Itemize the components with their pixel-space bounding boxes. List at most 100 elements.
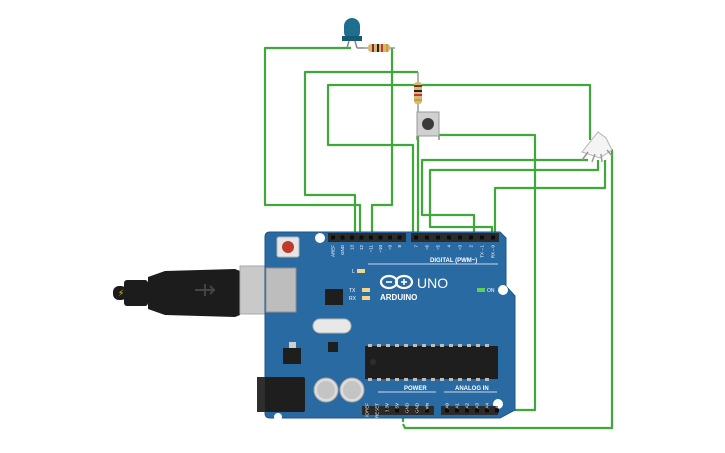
pin-hole[interactable] [415,408,419,413]
pin-label: AREF [331,245,336,257]
pin-hole[interactable] [388,235,392,240]
pin-hole[interactable] [491,235,495,240]
pin-label: 8 [397,245,402,248]
led-rx-indicator [362,296,370,300]
microcontroller-chip [365,346,498,379]
arduino-logo-icon [379,274,414,290]
voltage-regulator [283,348,301,364]
led-icon[interactable] [342,18,364,49]
led-rx-label: RX [349,296,357,302]
analog-header-label: ANALOG IN [455,386,489,392]
pin-label: GND [340,244,345,255]
pin-label: ~10 [378,245,383,253]
pin-hole[interactable] [369,235,373,240]
on-label: ON [487,288,495,294]
digital-header-right [411,233,499,242]
led-on-indicator [477,288,485,292]
pin-label: ~6 [425,245,430,251]
pin-hole[interactable] [340,235,345,240]
wire-rgb-green[interactable] [428,160,600,237]
pin-label: GND [415,402,420,413]
pin-hole[interactable] [475,408,479,413]
pin-label: A0 [445,403,450,409]
wire-button-to-pin8[interactable] [416,128,420,237]
led-tx-label: TX [349,288,356,294]
pin-label: ~11 [369,245,374,253]
pin-label: GND [405,402,410,413]
pin-hole[interactable] [458,235,462,240]
pin-hole[interactable] [425,408,429,413]
led-l-indicator [357,269,365,273]
pin-label: ~3 [458,245,463,251]
pin-label: RX←0 [491,245,496,259]
wire-resistor2-to-gnd[interactable] [303,70,418,237]
pin-label: A5 [495,403,500,409]
pin-hole[interactable] [469,235,473,240]
pin-label: ~5 [436,245,441,251]
pin-hole[interactable] [447,235,451,240]
wire-rgb-to-gnd-top[interactable] [326,83,592,237]
pin-hole[interactable] [480,235,484,240]
resistor-icon[interactable] [414,72,422,112]
pin-label: A1 [455,403,460,409]
resistor-icon[interactable] [364,44,395,52]
pin-hole[interactable] [414,235,418,240]
pin-hole[interactable] [436,235,440,240]
pin-label: IOREF [365,403,370,417]
pin-hole[interactable] [365,408,369,413]
pin-hole[interactable] [378,235,383,240]
digital-header-label: DIGITAL (PWM~) [430,258,477,264]
usb-socket [265,267,297,313]
arduino-board[interactable]: L TX RX ON ARDUINO UNO DIGITAL (PWM~) PO… [257,231,516,421]
led-l-label: L [352,269,355,275]
pin-hole[interactable] [485,408,489,413]
pin-hole[interactable] [425,235,429,240]
analog-header [441,406,498,415]
pin-label: 2 [469,245,474,248]
pin-label: 3.3V [385,403,390,412]
power-jack [257,377,305,412]
pin-label: A3 [475,403,480,409]
pin-hole[interactable] [455,408,459,413]
pin-hole[interactable] [359,235,364,240]
crystal-oscillator [312,318,352,334]
pin-label: 13 [350,245,355,251]
pin-hole[interactable] [405,408,409,413]
pin-label: 4 [447,245,452,248]
pin-label: TX→1 [480,245,485,258]
pin-hole[interactable] [395,408,399,413]
wire-led-resistor-to-pin12[interactable] [370,48,394,237]
usb-cable-icon[interactable]: ⚡ [113,265,274,317]
digital-header-left [328,233,406,242]
pin-hole[interactable] [465,408,469,413]
rgb-led-icon[interactable] [581,131,613,163]
pin-hole[interactable] [445,408,449,413]
model-label: UNO [417,275,448,291]
pin-hole[interactable] [495,408,499,413]
svg-text:⚡: ⚡ [118,289,124,299]
pushbutton-icon[interactable] [416,111,440,140]
wire-led-cathode-to-gnd[interactable] [263,46,362,237]
pin-label: RESET [375,403,380,418]
pin-label: 5V [395,403,400,409]
pin-label: ~9 [388,245,393,251]
pin-label: A4 [485,403,490,409]
brand-label: ARDUINO [380,293,417,302]
usb-chip [325,289,343,305]
pin-hole[interactable] [375,408,379,413]
pin-hole[interactable] [331,235,335,240]
pin-label: 7 [414,245,419,248]
wire-rgb-red[interactable] [420,158,588,237]
wires [263,46,614,430]
pin-label: 12 [359,245,364,251]
pin-hole[interactable] [350,235,354,240]
power-header-label: POWER [404,386,427,392]
wire-rgb-blue[interactable] [493,160,607,237]
pin-label: A2 [465,403,470,409]
pin-hole[interactable] [397,235,402,240]
pin-hole[interactable] [385,408,389,413]
reset-button[interactable] [276,236,300,258]
small-chip [328,342,338,352]
pin-label: Vin [425,403,430,410]
